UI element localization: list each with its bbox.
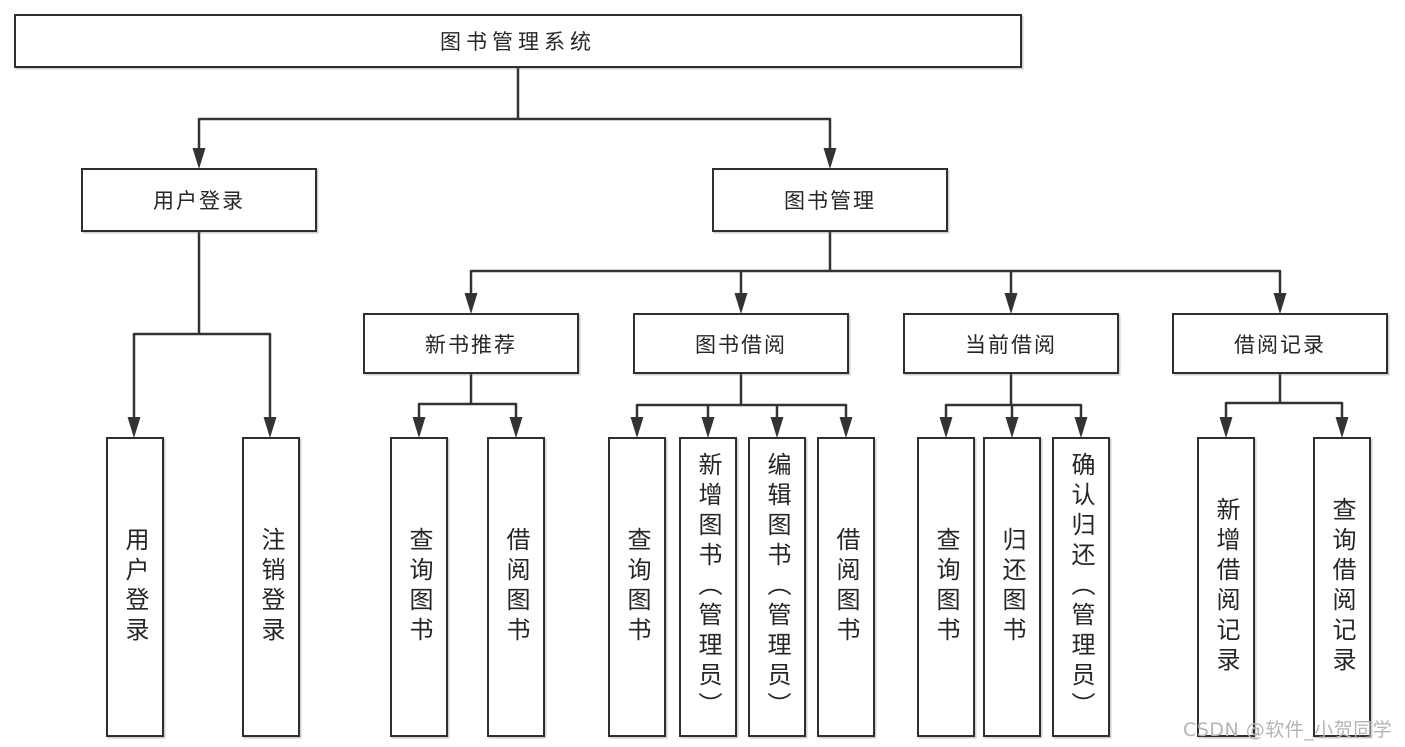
- connector-records-leaves: [1224, 372, 1344, 420]
- leaf-borrow-borrow-books-label: 借阅图书: [832, 527, 860, 647]
- leaf-records-add-record: 新增借阅记录: [1197, 437, 1255, 737]
- leaf-records-query-record: 查询借阅记录: [1313, 437, 1371, 737]
- leaf-borrow-query-books-label: 查询图书: [623, 527, 651, 647]
- arrowhead: [734, 293, 748, 314]
- leaf-borrow-add-books-admin: 新增图书（管理员）: [679, 437, 737, 737]
- node-current-borrow-label: 当前借阅: [965, 332, 1057, 357]
- node-borrow-records-label: 借阅记录: [1234, 332, 1326, 357]
- arrowhead: [464, 293, 478, 314]
- leaf-borrow-add-books-admin-label: 新增图书（管理员）: [694, 452, 722, 722]
- leaf-newbooks-query-books-label: 查询图书: [405, 527, 433, 647]
- arrowhead: [630, 417, 644, 438]
- node-root-system: 图书管理系统: [14, 14, 1022, 68]
- leaf-user-login-label: 用户登录: [121, 527, 149, 647]
- leaf-borrow-edit-books-admin-label: 编辑图书（管理员）: [763, 452, 791, 722]
- leaf-newbooks-borrow-books: 借阅图书: [487, 437, 545, 737]
- node-user-login-label: 用户登录: [153, 189, 245, 213]
- arrowhead: [1005, 417, 1019, 438]
- arrowhead: [1335, 417, 1349, 438]
- node-user-login: 用户登录: [81, 168, 317, 232]
- arrowhead: [701, 417, 715, 438]
- arrowhead: [192, 148, 206, 169]
- leaf-current-return-books-label: 归还图书: [998, 527, 1026, 647]
- node-book-management: 图书管理: [712, 168, 948, 232]
- leaf-user-login: 用户登录: [106, 437, 164, 737]
- node-new-book-recommend: 新书推荐: [363, 313, 579, 374]
- leaf-current-query-books: 查询图书: [917, 437, 975, 737]
- connector-currentborrow-leaves: [944, 372, 1083, 420]
- arrowhead: [1273, 293, 1287, 314]
- arrowhead: [1004, 293, 1018, 314]
- leaf-borrow-edit-books-admin: 编辑图书（管理员）: [748, 437, 806, 737]
- arrowhead: [823, 148, 837, 169]
- arrowhead: [263, 417, 277, 438]
- arrowhead: [839, 417, 853, 438]
- node-book-borrow-label: 图书借阅: [695, 332, 787, 357]
- leaf-current-confirm-return-admin: 确认归还（管理员）: [1052, 437, 1110, 737]
- arrowhead: [1074, 417, 1088, 438]
- connector-bookborrow-leaves: [635, 372, 848, 420]
- leaf-borrow-borrow-books: 借阅图书: [817, 437, 875, 737]
- leaf-newbooks-borrow-books-label: 借阅图书: [502, 527, 530, 647]
- node-book-management-label: 图书管理: [784, 189, 876, 213]
- arrowhead: [1219, 417, 1233, 438]
- node-root-label: 图书管理系统: [440, 30, 596, 54]
- arrowhead: [412, 417, 426, 438]
- arrowhead: [939, 417, 953, 438]
- arrowhead: [127, 417, 141, 438]
- leaf-logout: 注销登录: [242, 437, 300, 737]
- connector-bookmgmt-level3: [469, 230, 1282, 297]
- node-book-borrow: 图书借阅: [633, 313, 849, 374]
- leaf-records-add-record-label: 新增借阅记录: [1212, 497, 1240, 677]
- arrowhead: [509, 417, 523, 438]
- leaf-current-confirm-return-admin-label: 确认归还（管理员）: [1067, 452, 1095, 722]
- arrowhead: [770, 417, 784, 438]
- leaf-logout-label: 注销登录: [257, 527, 285, 647]
- connector-newbooks-leaves: [417, 372, 518, 420]
- node-current-borrow: 当前借阅: [903, 313, 1119, 374]
- connector-userlogin-leaves: [132, 230, 272, 420]
- leaf-current-return-books: 归还图书: [983, 437, 1041, 737]
- leaf-newbooks-query-books: 查询图书: [390, 437, 448, 737]
- node-new-book-recommend-label: 新书推荐: [425, 332, 517, 357]
- leaf-current-query-books-label: 查询图书: [932, 527, 960, 647]
- leaf-records-query-record-label: 查询借阅记录: [1328, 497, 1356, 677]
- leaf-borrow-query-books: 查询图书: [608, 437, 666, 737]
- connector-root-level2: [197, 66, 832, 152]
- node-borrow-records: 借阅记录: [1172, 313, 1388, 374]
- csdn-watermark: CSDN @软件_小贺同学: [1183, 719, 1393, 741]
